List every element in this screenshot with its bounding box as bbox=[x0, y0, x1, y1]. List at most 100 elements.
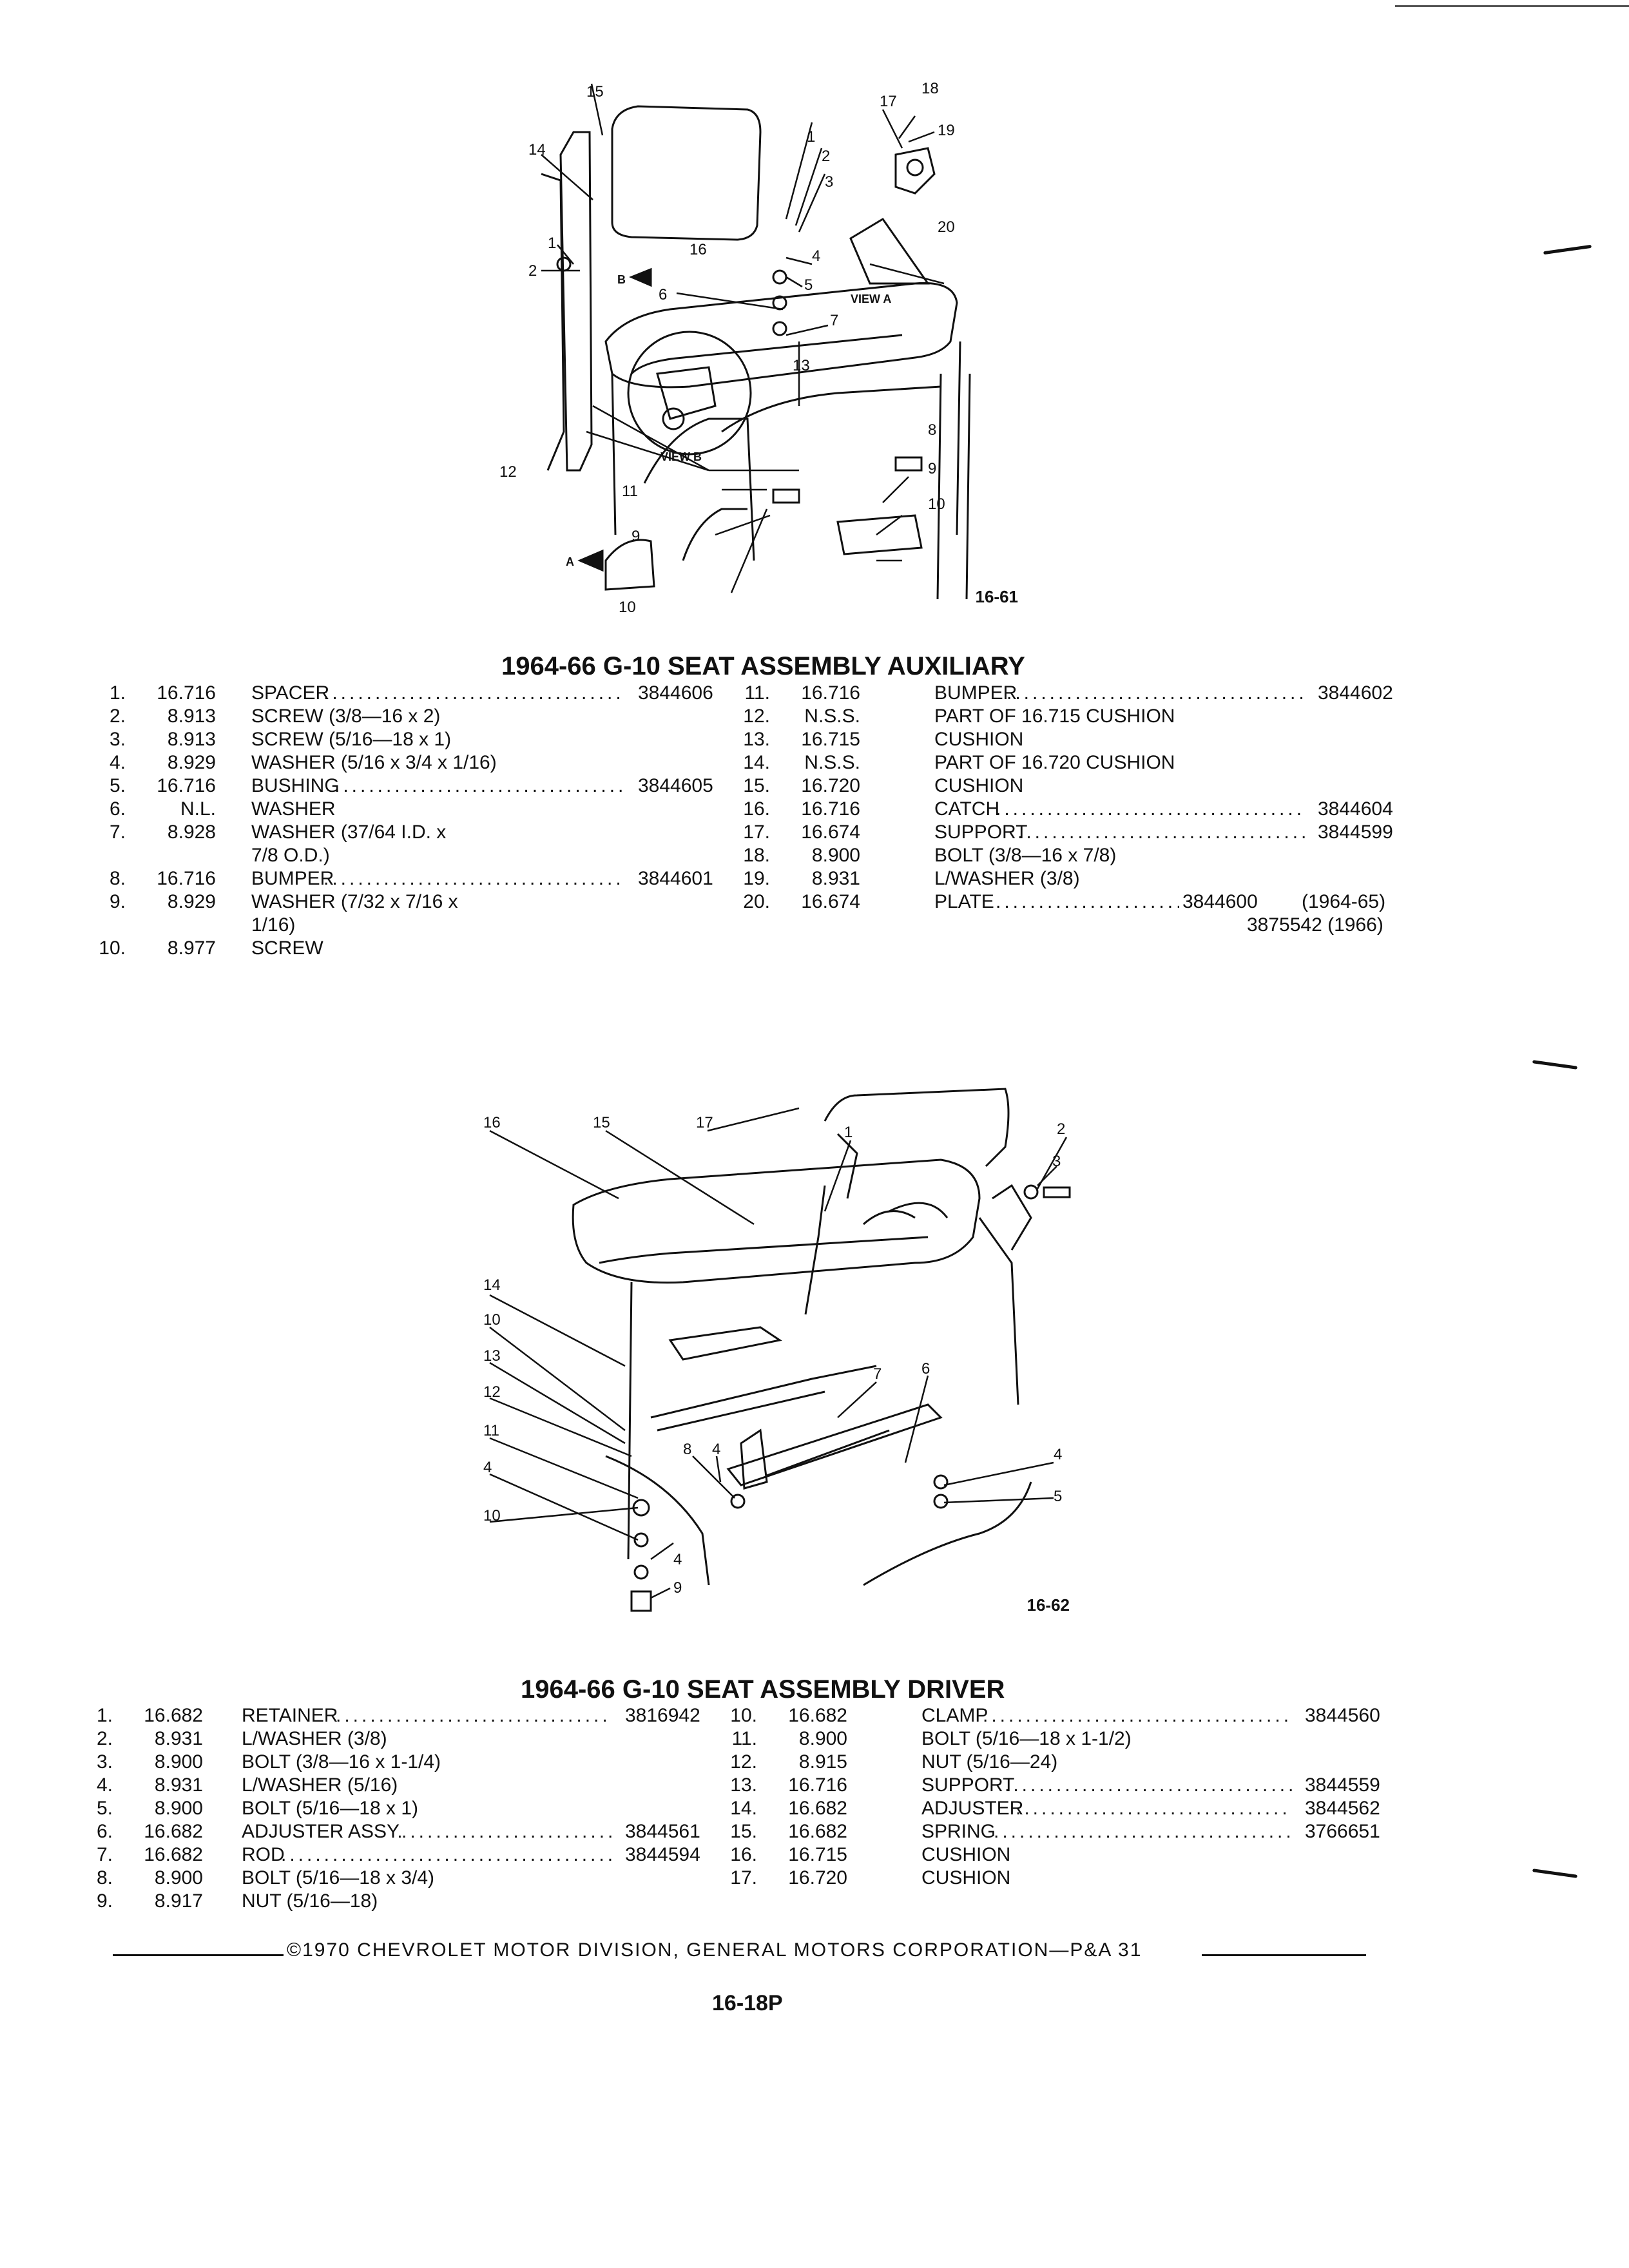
part-description: BOLT (3/8—16 x 7/8) bbox=[934, 845, 1117, 866]
item-number: 3. bbox=[109, 729, 126, 750]
callout2-4d: 4 bbox=[673, 1551, 682, 1568]
part-number: 3844559 bbox=[1305, 1774, 1380, 1796]
item-number: 2. bbox=[96, 1728, 113, 1749]
item-number: 14. bbox=[743, 752, 770, 773]
part-description: WASHER (37/64 I.D. x 7/8 O.D.) bbox=[251, 822, 447, 866]
item-number: 4. bbox=[96, 1774, 113, 1796]
alternate-part-number: 3875542 (1966) bbox=[1247, 914, 1383, 936]
part-description: WASHER (5/16 x 3/4 x 1/16) bbox=[251, 752, 497, 773]
part-number: 3844561 bbox=[625, 1821, 700, 1842]
copyright-line: ©1970 CHEVROLET MOTOR DIVISION, GENERAL … bbox=[287, 1939, 1142, 1961]
part-number: 3844605 bbox=[638, 775, 713, 796]
part-description: NUT (5/16—24) bbox=[921, 1751, 1058, 1773]
item-number: 13. bbox=[743, 729, 770, 750]
page-mark-1 bbox=[1543, 244, 1592, 255]
side-frame bbox=[559, 131, 593, 472]
item-number: 11. bbox=[731, 1728, 757, 1749]
group-code: 16.682 bbox=[788, 1705, 847, 1726]
section-title-auxiliary: 1964-66 G-10 SEAT ASSEMBLY AUXILIARY bbox=[501, 652, 1025, 680]
callout-3: 3 bbox=[825, 173, 833, 191]
item-number: 17. bbox=[730, 1867, 757, 1888]
group-code: 16.716 bbox=[157, 868, 216, 889]
group-code: 16.715 bbox=[788, 1844, 847, 1865]
part-description: L/WASHER (5/16) bbox=[242, 1774, 398, 1796]
part-number: 3844599 bbox=[1318, 822, 1393, 843]
group-code: 8.929 bbox=[167, 891, 216, 912]
callout-12: 12 bbox=[499, 463, 517, 481]
group-code: 8.928 bbox=[167, 822, 216, 843]
marker-b: B bbox=[617, 273, 626, 286]
part-number: 3844594 bbox=[625, 1844, 700, 1865]
item-number: 20. bbox=[743, 891, 770, 912]
group-code: N.S.S. bbox=[804, 706, 860, 727]
callout2-17: 17 bbox=[696, 1114, 713, 1131]
leader-dots: ........................................… bbox=[996, 798, 1305, 820]
callout2-8: 8 bbox=[683, 1441, 691, 1458]
group-code: 16.716 bbox=[157, 775, 216, 796]
part-description: CUSHION bbox=[921, 1867, 1011, 1888]
seat-auxiliary-diagram: 15 14 1 2 1 2 3 16 4 5 6 7 13 17 18 19 2… bbox=[499, 80, 1018, 616]
leader-dots: ........................................… bbox=[994, 1821, 1292, 1842]
group-code: 8.913 bbox=[167, 729, 216, 750]
callout-11: 11 bbox=[622, 483, 638, 500]
item-number: 10. bbox=[99, 937, 126, 959]
item-number: 10. bbox=[730, 1705, 757, 1726]
auxiliary-parts-left: 1. 16.716 SPACER..........................… bbox=[90, 682, 735, 960]
part-description: BOLT (5/16—18 x 1-1/2) bbox=[921, 1728, 1132, 1749]
group-code: N.L. bbox=[180, 798, 216, 820]
group-code: 16.682 bbox=[144, 1844, 203, 1865]
part-description: L/WASHER (3/8) bbox=[934, 868, 1080, 889]
callout-7: 7 bbox=[830, 312, 838, 329]
marker-a: A bbox=[566, 555, 574, 568]
group-code: 16.682 bbox=[788, 1821, 847, 1842]
callout2-4b: 4 bbox=[712, 1441, 720, 1458]
part-description: SPACER bbox=[251, 682, 330, 704]
item-number: 6. bbox=[96, 1821, 113, 1842]
leader-dots: ........................................… bbox=[336, 1705, 612, 1726]
callout2-1: 1 bbox=[844, 1124, 853, 1141]
item-number: 7. bbox=[96, 1844, 113, 1865]
leader-dots: ........................................… bbox=[323, 682, 625, 704]
view-b-detail bbox=[627, 331, 752, 456]
driver-seat-cushion bbox=[572, 1158, 981, 1284]
callout-9a: 9 bbox=[928, 460, 936, 477]
callout2-11: 11 bbox=[483, 1422, 499, 1439]
item-number: 1. bbox=[109, 682, 126, 704]
callout-5: 5 bbox=[804, 276, 813, 294]
leader-dots: ........................................… bbox=[281, 1844, 612, 1865]
part-description: ADJUSTER bbox=[921, 1798, 1024, 1819]
callout-14: 14 bbox=[528, 141, 546, 159]
seat-cushion bbox=[604, 282, 958, 389]
parts-row: 12.N.S.S.PART OF 16.715 CUSHION bbox=[735, 705, 1408, 728]
group-code: 8.977 bbox=[167, 937, 216, 959]
item-number: 5. bbox=[109, 775, 126, 796]
part-description: CLAMP bbox=[921, 1705, 988, 1726]
group-code: 8.900 bbox=[154, 1751, 203, 1773]
driver-parts-right: 10. 16.682 CLAMP..........................… bbox=[722, 1704, 1392, 1890]
page-mark-2 bbox=[1532, 1060, 1578, 1070]
part-description: NUT (5/16—18) bbox=[242, 1890, 378, 1912]
part-number: 3844601 bbox=[638, 868, 713, 889]
group-code: 8.929 bbox=[167, 752, 216, 773]
group-code: 8.900 bbox=[811, 845, 860, 866]
group-code: N.S.S. bbox=[804, 752, 860, 773]
callout2-10b: 10 bbox=[483, 1507, 501, 1524]
item-number: 13. bbox=[730, 1774, 757, 1796]
callout-2a: 2 bbox=[528, 262, 537, 280]
part-description: BUSHING bbox=[251, 775, 340, 796]
